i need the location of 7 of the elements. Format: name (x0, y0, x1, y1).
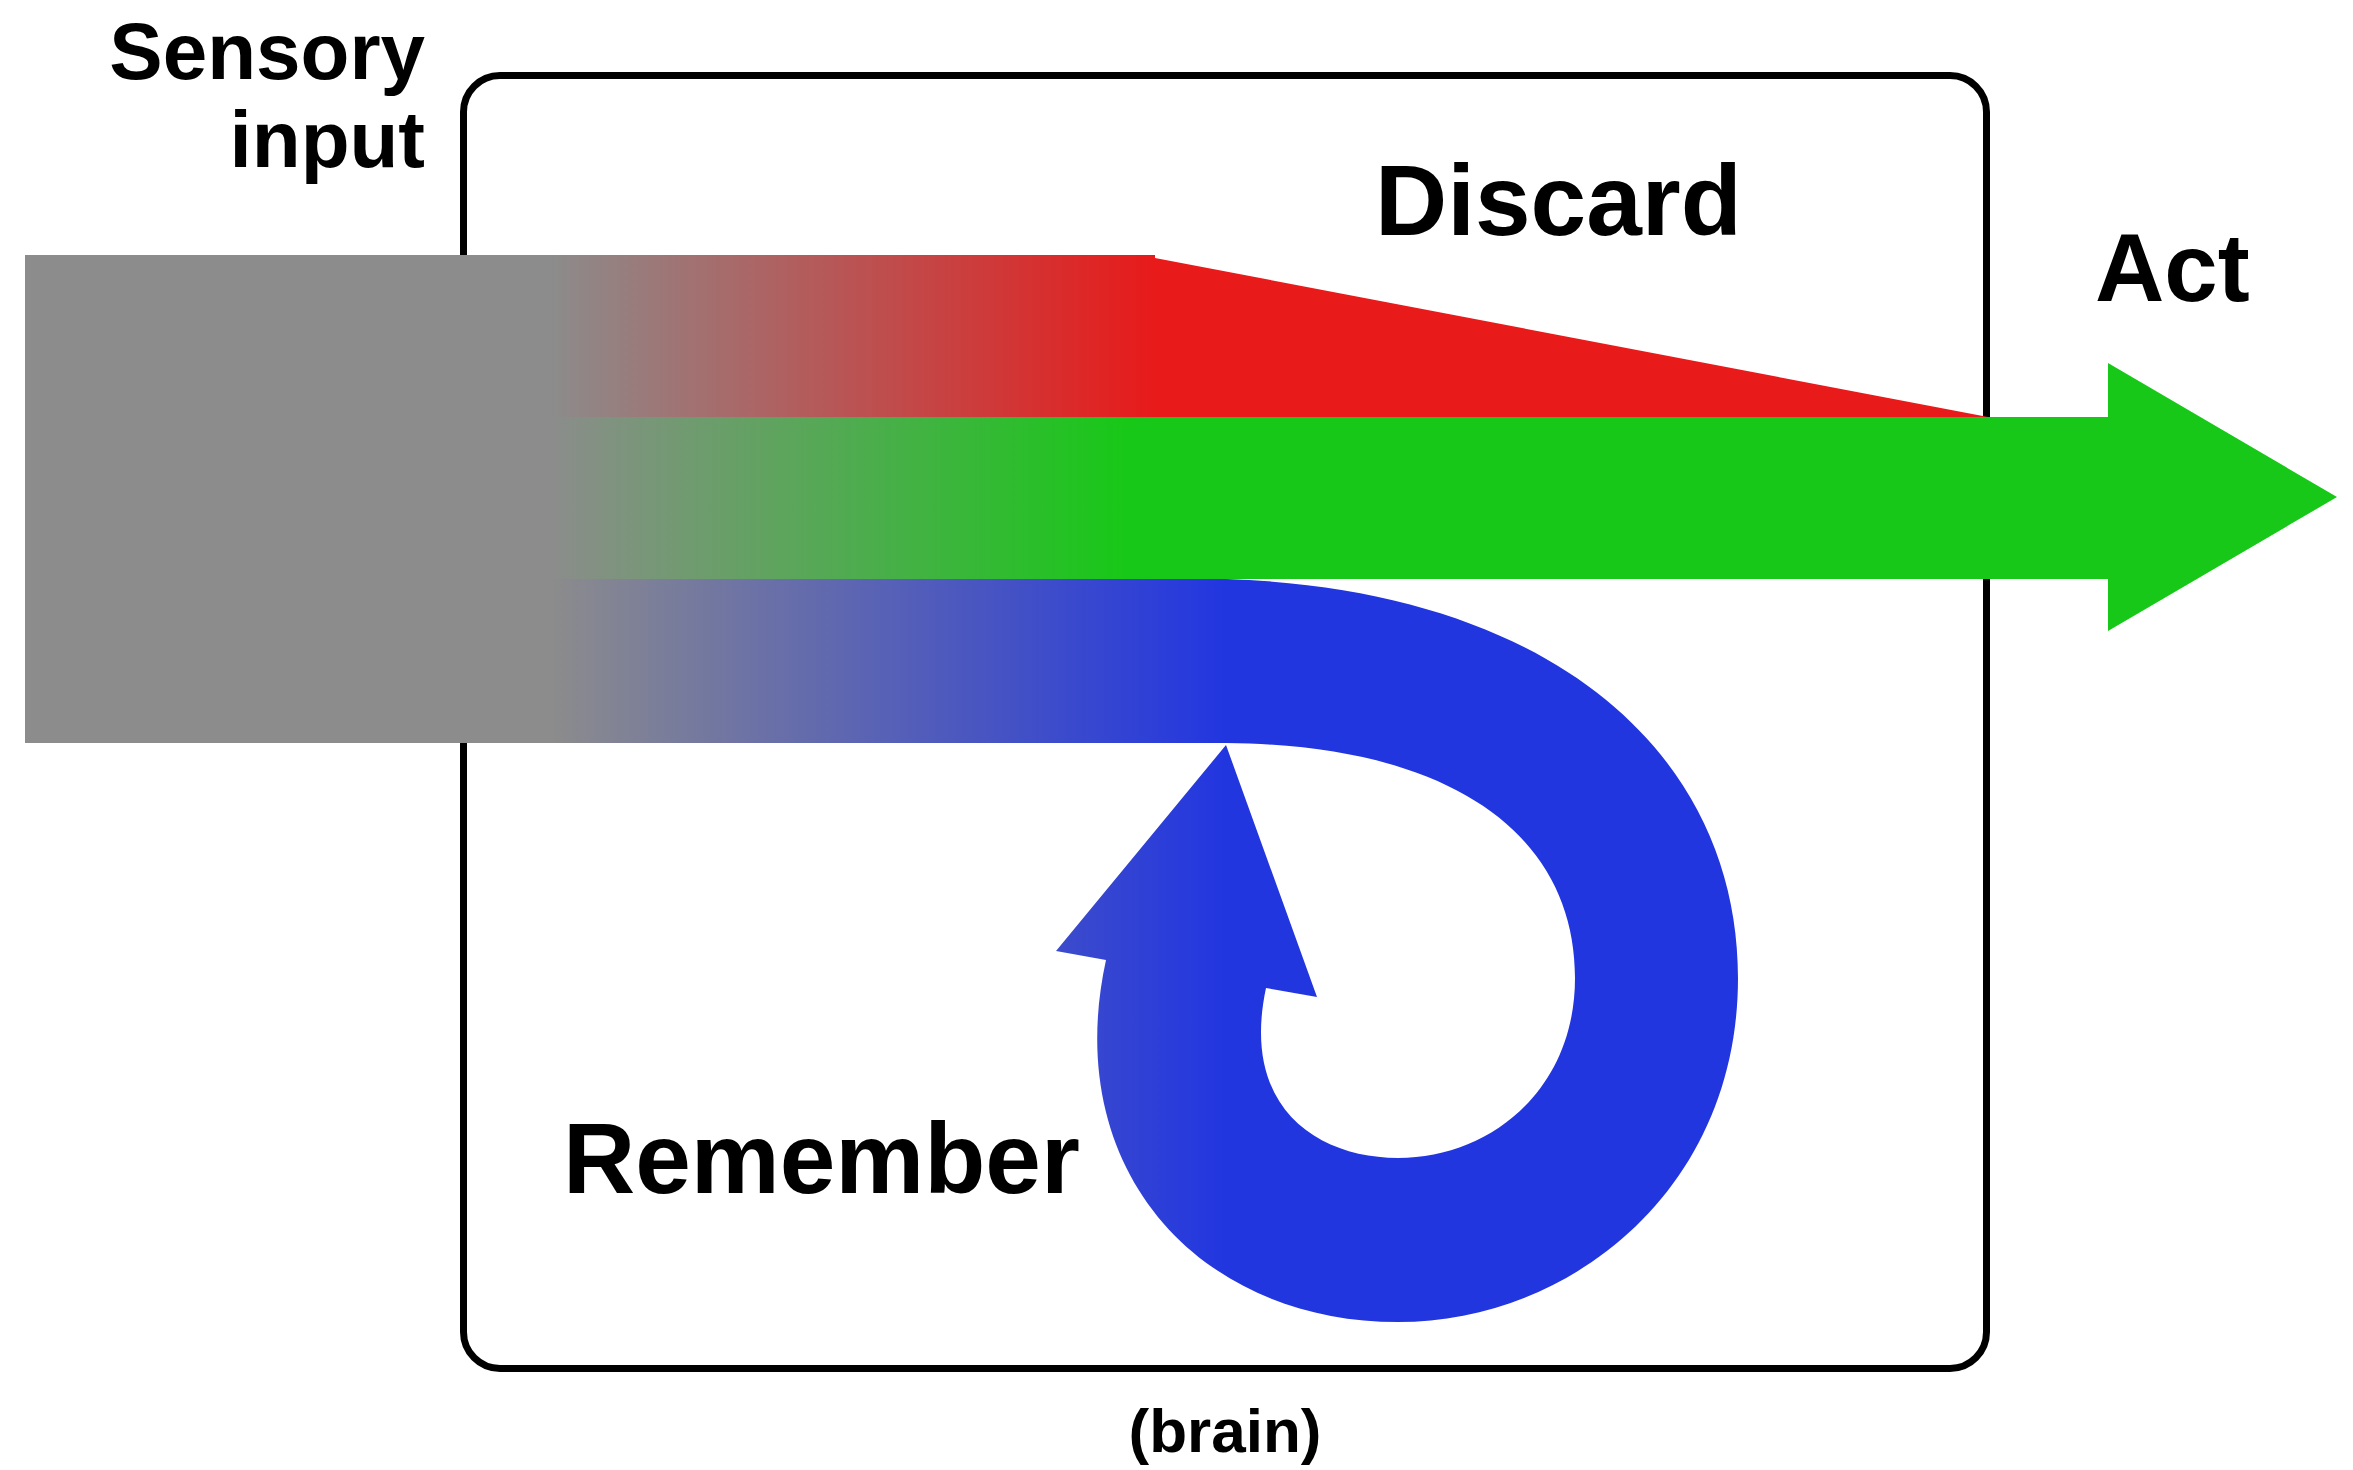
flow-label: Discard (1375, 150, 1742, 250)
flow-label: Remember (563, 1108, 1080, 1208)
flow-arrow (550, 579, 1738, 1322)
flow-label: Act (2095, 220, 2250, 316)
flow-band (550, 255, 1988, 417)
flow-arrow (550, 363, 2337, 631)
input-label: Sensory input (108, 8, 425, 184)
